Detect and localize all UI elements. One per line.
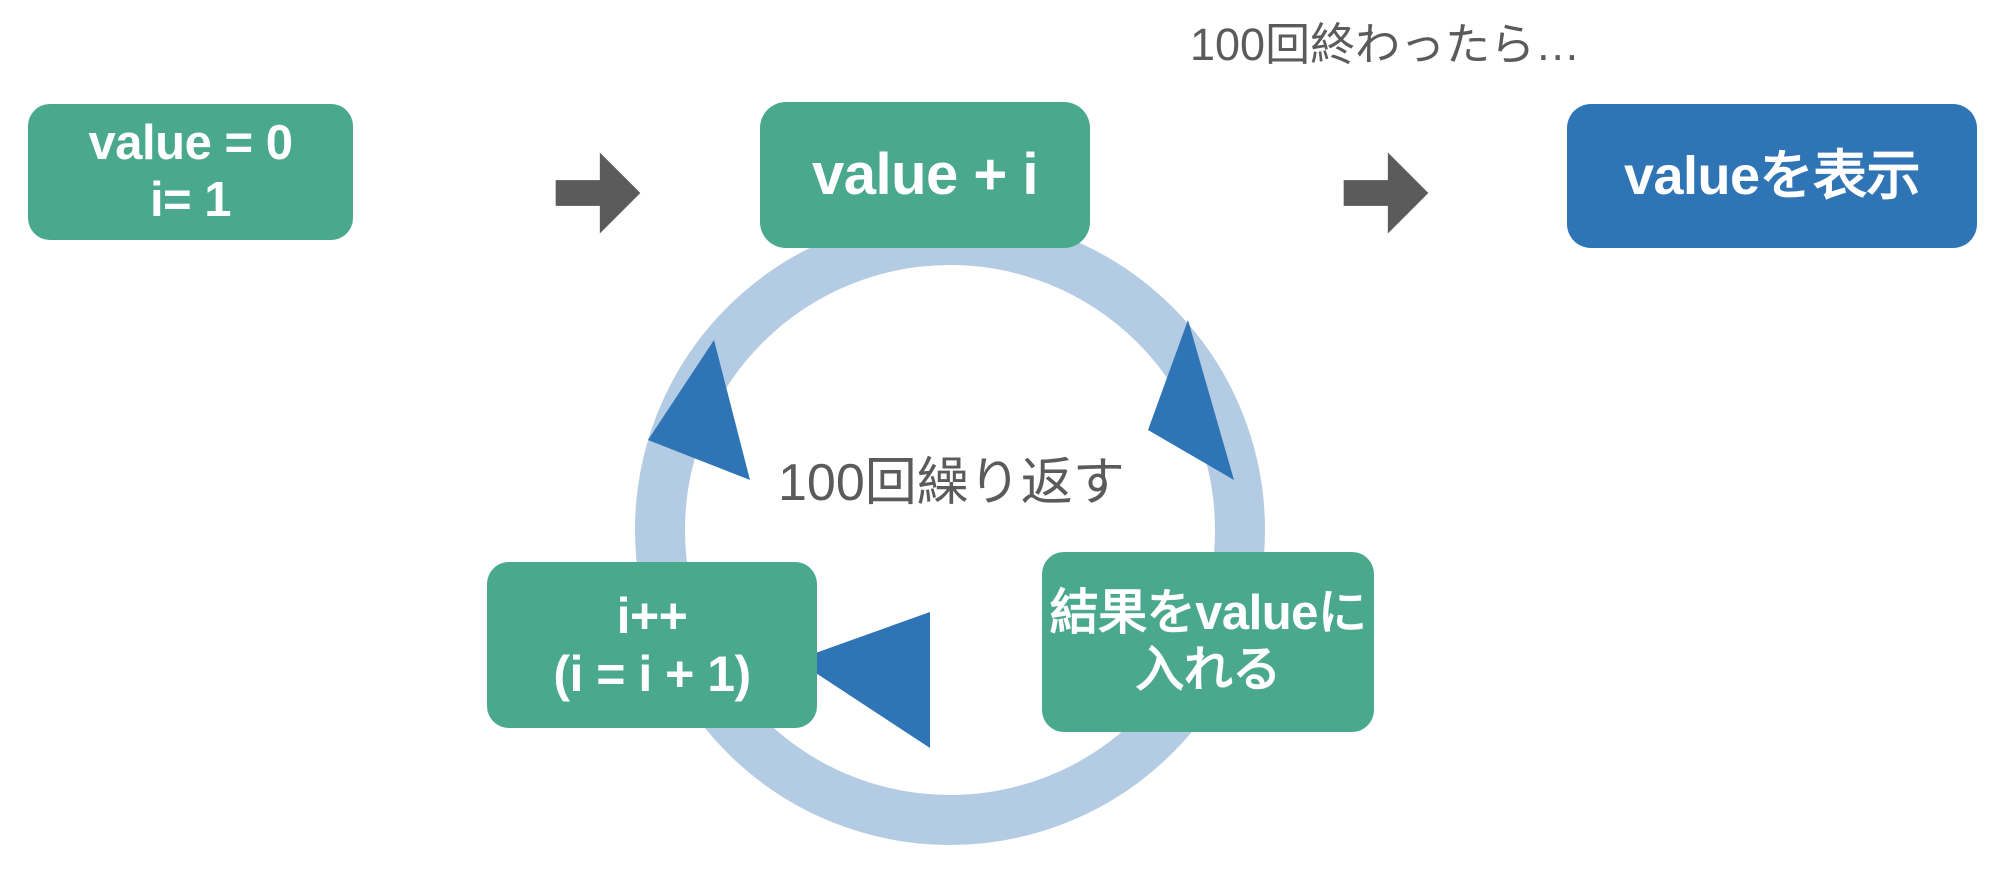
box-store-result-line2: 入れる	[1135, 643, 1281, 697]
box-accumulate[interactable]: value + i	[760, 102, 1090, 248]
caption-repeat-count: 100回繰り返す	[778, 454, 1125, 512]
box-display-value[interactable]: valueを表示	[1567, 104, 1977, 248]
box-increment[interactable]: i++ (i = i + 1)	[487, 562, 817, 728]
box-accumulate-line1: value + i	[811, 142, 1039, 208]
loop-ring-band	[635, 215, 1265, 845]
caption-after-loop: 100回終わったら…	[1190, 19, 1581, 70]
box-initialize-line1: value = 0	[88, 116, 293, 171]
box-store-result-line1: 結果をvalueに	[1049, 586, 1367, 641]
box-increment-line2: (i = i + 1)	[553, 646, 751, 702]
box-initialize-line2: i= 1	[149, 173, 232, 227]
loop-arrowhead-right-icon	[1148, 320, 1234, 480]
box-increment-line1: i++	[616, 588, 688, 644]
right-block-arrow-icon-start	[555, 152, 641, 234]
circular-loop-arrow-icon	[635, 215, 1265, 845]
loop-arrowhead-left-icon	[648, 340, 750, 480]
right-block-arrow-icon-end	[1343, 152, 1429, 234]
box-store-result[interactable]: 結果をvalueに 入れる	[1042, 552, 1374, 732]
box-initialize[interactable]: value = 0 i= 1	[28, 104, 353, 240]
box-display-value-line1: valueを表示	[1623, 145, 1921, 206]
loop-arrowhead-bottom-icon	[796, 612, 930, 748]
